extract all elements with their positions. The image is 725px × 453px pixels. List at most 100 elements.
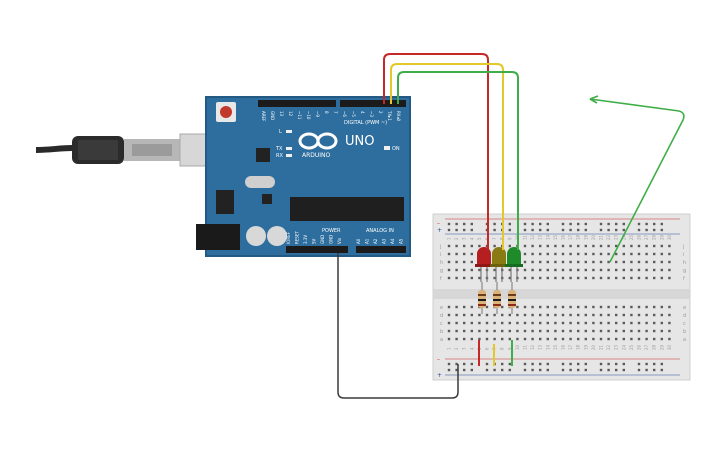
rail-hole[interactable] [584,368,587,372]
breadboard-hole[interactable] [516,321,519,325]
breadboard-hole[interactable] [607,252,610,256]
rail-hole[interactable] [615,368,618,372]
rail-hole[interactable] [607,228,610,232]
breadboard-hole[interactable] [508,244,511,248]
breadboard-hole[interactable] [516,305,519,309]
wires[interactable] [337,53,685,399]
rail-hole[interactable] [577,368,580,372]
breadboard-hole[interactable] [577,305,580,309]
breadboard-hole[interactable] [463,252,466,256]
breadboard-hole[interactable] [653,337,656,341]
breadboard-hole[interactable] [546,260,549,264]
breadboard-hole[interactable] [485,313,489,317]
breadboard-hole[interactable] [592,276,595,280]
breadboard-hole[interactable] [592,244,595,248]
rail-hole[interactable] [539,228,542,232]
breadboard-hole[interactable] [622,337,625,341]
breadboard-hole[interactable] [584,276,587,280]
breadboard-hole[interactable] [539,305,542,309]
breadboard-hole[interactable] [455,329,458,333]
breadboard-hole[interactable] [645,252,648,256]
rail-hole[interactable] [508,222,511,226]
breadboard-hole[interactable] [546,268,549,272]
breadboard-hole[interactable] [615,252,618,256]
breadboard-hole[interactable] [645,305,648,309]
wire-red[interactable] [383,53,489,250]
rail-hole[interactable] [622,228,625,232]
breadboard-hole[interactable] [645,244,648,248]
rail-hole[interactable] [622,362,625,366]
breadboard-hole[interactable] [485,329,489,333]
breadboard-hole[interactable] [668,260,671,264]
breadboard-hole[interactable] [637,276,641,280]
breadboard-hole[interactable] [630,329,633,333]
breadboard-hole[interactable] [645,321,648,325]
breadboard-hole[interactable] [523,252,527,256]
breadboard-hole[interactable] [455,321,458,325]
breadboard-hole[interactable] [569,252,572,256]
breadboard-hole[interactable] [599,321,603,325]
breadboard-hole[interactable] [478,321,481,325]
breadboard-hole[interactable] [561,329,565,333]
breadboard-hole[interactable] [668,244,671,248]
breadboard-hole[interactable] [546,276,549,280]
breadboard-hole[interactable] [561,244,565,248]
breadboard-hole[interactable] [637,337,641,341]
breadboard-hole[interactable] [645,268,648,272]
rail-hole[interactable] [546,222,549,226]
breadboard-hole[interactable] [447,260,451,264]
rail-hole[interactable] [539,368,542,372]
breadboard-hole[interactable] [615,321,618,325]
breadboard-hole[interactable] [463,329,466,333]
breadboard-hole[interactable] [501,305,504,309]
breadboard-hole[interactable] [508,337,511,341]
rail-hole[interactable] [607,362,610,366]
breadboard-hole[interactable] [607,244,610,248]
rail-hole[interactable] [523,222,527,226]
wire-green-loose[interactable] [589,95,685,263]
breadboard-hole[interactable] [546,252,549,256]
rail-hole[interactable] [470,222,473,226]
breadboard-hole[interactable] [516,329,519,333]
breadboard-hole[interactable] [630,337,633,341]
breadboard-hole[interactable] [508,276,511,280]
breadboard-hole[interactable] [561,252,565,256]
breadboard-hole[interactable] [493,276,496,280]
breadboard-hole[interactable] [546,329,549,333]
breadboard-hole[interactable] [508,268,511,272]
rail-hole[interactable] [561,228,565,232]
breadboard-hole[interactable] [561,276,565,280]
breadboard-hole[interactable] [554,244,557,248]
rail-hole[interactable] [539,222,542,226]
breadboard-hole[interactable] [660,260,663,264]
breadboard-hole[interactable] [546,321,549,325]
breadboard-hole[interactable] [569,329,572,333]
breadboard-hole[interactable] [455,276,458,280]
breadboard-hole[interactable] [531,252,534,256]
breadboard-hole[interactable] [455,337,458,341]
arduino-board[interactable]: ARDUINO UNO DIGITAL (PWM ~) POWER ANALOG… [196,96,411,257]
resistor-1[interactable] [478,282,486,314]
rail-hole[interactable] [485,362,489,366]
breadboard-hole[interactable] [539,329,542,333]
led-red[interactable] [475,247,493,282]
breadboard-hole[interactable] [463,313,466,317]
rail-hole[interactable] [653,368,656,372]
breadboard-hole[interactable] [637,305,641,309]
resistors[interactable] [478,282,516,314]
breadboard-hole[interactable] [577,321,580,325]
breadboard-hole[interactable] [470,252,473,256]
breadboard-hole[interactable] [599,260,603,264]
breadboard-hole[interactable] [577,337,580,341]
led-green[interactable] [505,247,523,282]
breadboard-hole[interactable] [584,321,587,325]
rail-hole[interactable] [561,222,565,226]
rail-hole[interactable] [584,228,587,232]
breadboard-hole[interactable] [660,313,663,317]
rail-hole[interactable] [584,222,587,226]
breadboard-hole[interactable] [447,244,451,248]
breadboard-hole[interactable] [554,329,557,333]
rail-hole[interactable] [599,368,603,372]
breadboard-hole[interactable] [470,260,473,264]
breadboard-hole[interactable] [668,321,671,325]
